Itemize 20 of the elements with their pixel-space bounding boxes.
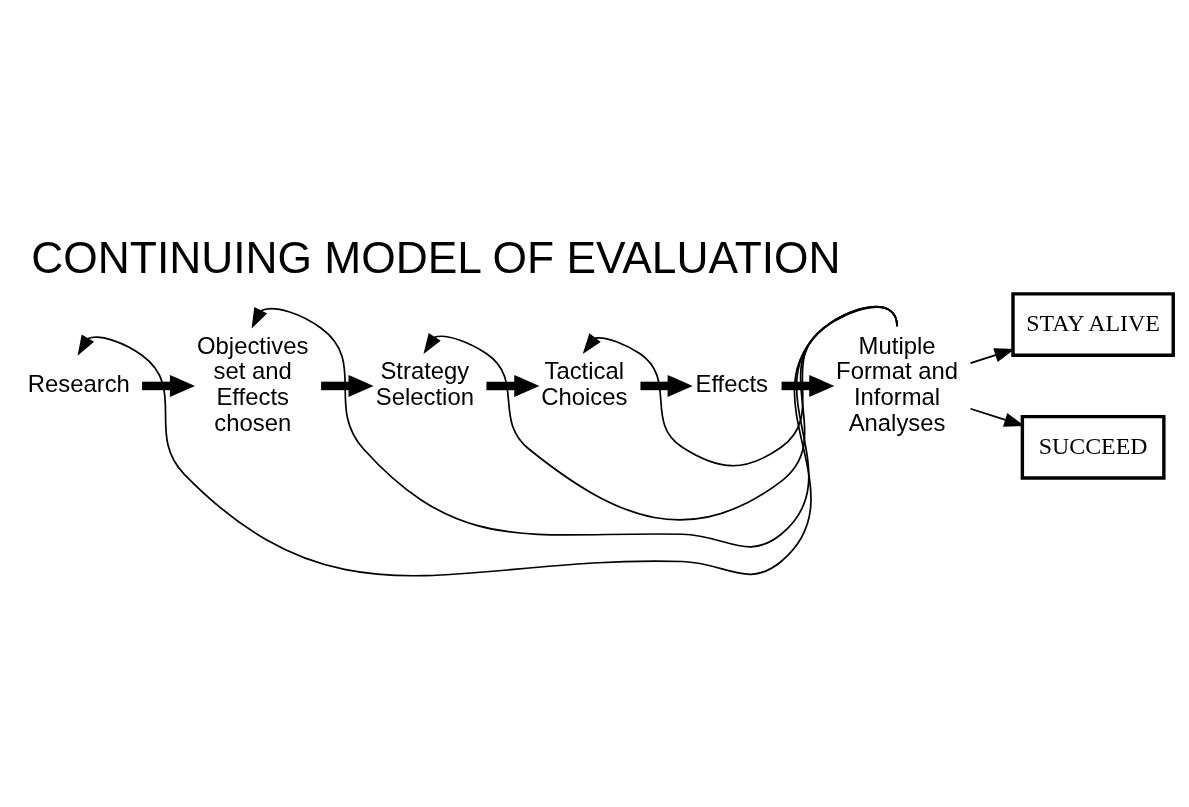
node-box: SUCCEED (1020, 414, 1166, 480)
arrow (486, 374, 540, 397)
node-box: STAY ALIVE (1011, 292, 1175, 357)
node-text: Strategy Selection (375, 357, 474, 411)
node-text: Mutiple Format and Informal Analyses (836, 331, 959, 436)
diagram-title: CONTINUING MODEL OF EVALUATION (31, 233, 841, 283)
arrow (321, 374, 374, 397)
arrow (640, 374, 693, 397)
node-text: Tactical Choices (541, 357, 628, 411)
node-text: Research (27, 370, 130, 398)
arrow (969, 407, 1025, 427)
arrow (251, 305, 898, 548)
arrow (582, 306, 898, 467)
arrow (423, 306, 898, 521)
node-text: Objectives set and Effects chosen (197, 331, 309, 436)
arrow (969, 348, 1015, 364)
arrow (142, 374, 195, 397)
arrow (77, 305, 898, 577)
arrow (781, 374, 835, 397)
node-text: Effects (695, 370, 768, 398)
